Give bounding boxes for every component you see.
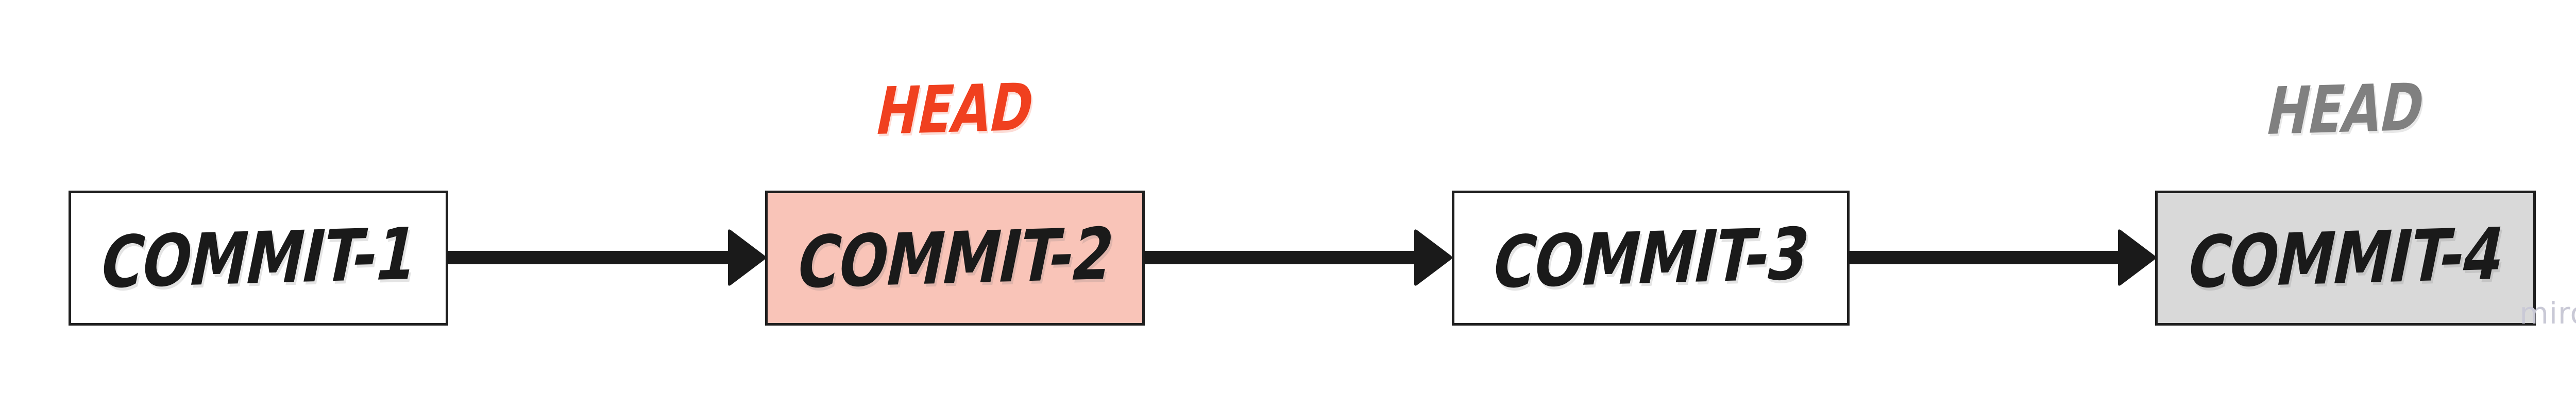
arrow-commit-1-to-commit-2 bbox=[447, 228, 767, 287]
commit-node-label: COMMIT-2 bbox=[789, 212, 1121, 304]
head-label-commit-2: HEAD bbox=[870, 69, 1040, 150]
commit-node-label: COMMIT-1 bbox=[93, 212, 424, 304]
arrow-commit-2-to-commit-3 bbox=[1144, 228, 1453, 287]
head-label-commit-4: HEAD bbox=[2260, 69, 2431, 150]
arrow-commit-3-to-commit-4 bbox=[1849, 228, 2157, 287]
commit-node-commit-3[interactable]: COMMIT-3 bbox=[1452, 191, 1850, 326]
miro-watermark: miro bbox=[2519, 296, 2576, 331]
commit-node-label: COMMIT-4 bbox=[2180, 212, 2511, 304]
commit-node-commit-1[interactable]: COMMIT-1 bbox=[69, 191, 448, 326]
commit-node-commit-2[interactable]: COMMIT-2 bbox=[765, 191, 1145, 326]
commit-node-label: COMMIT-3 bbox=[1485, 212, 1816, 304]
commit-node-commit-4[interactable]: COMMIT-4 bbox=[2155, 191, 2536, 326]
